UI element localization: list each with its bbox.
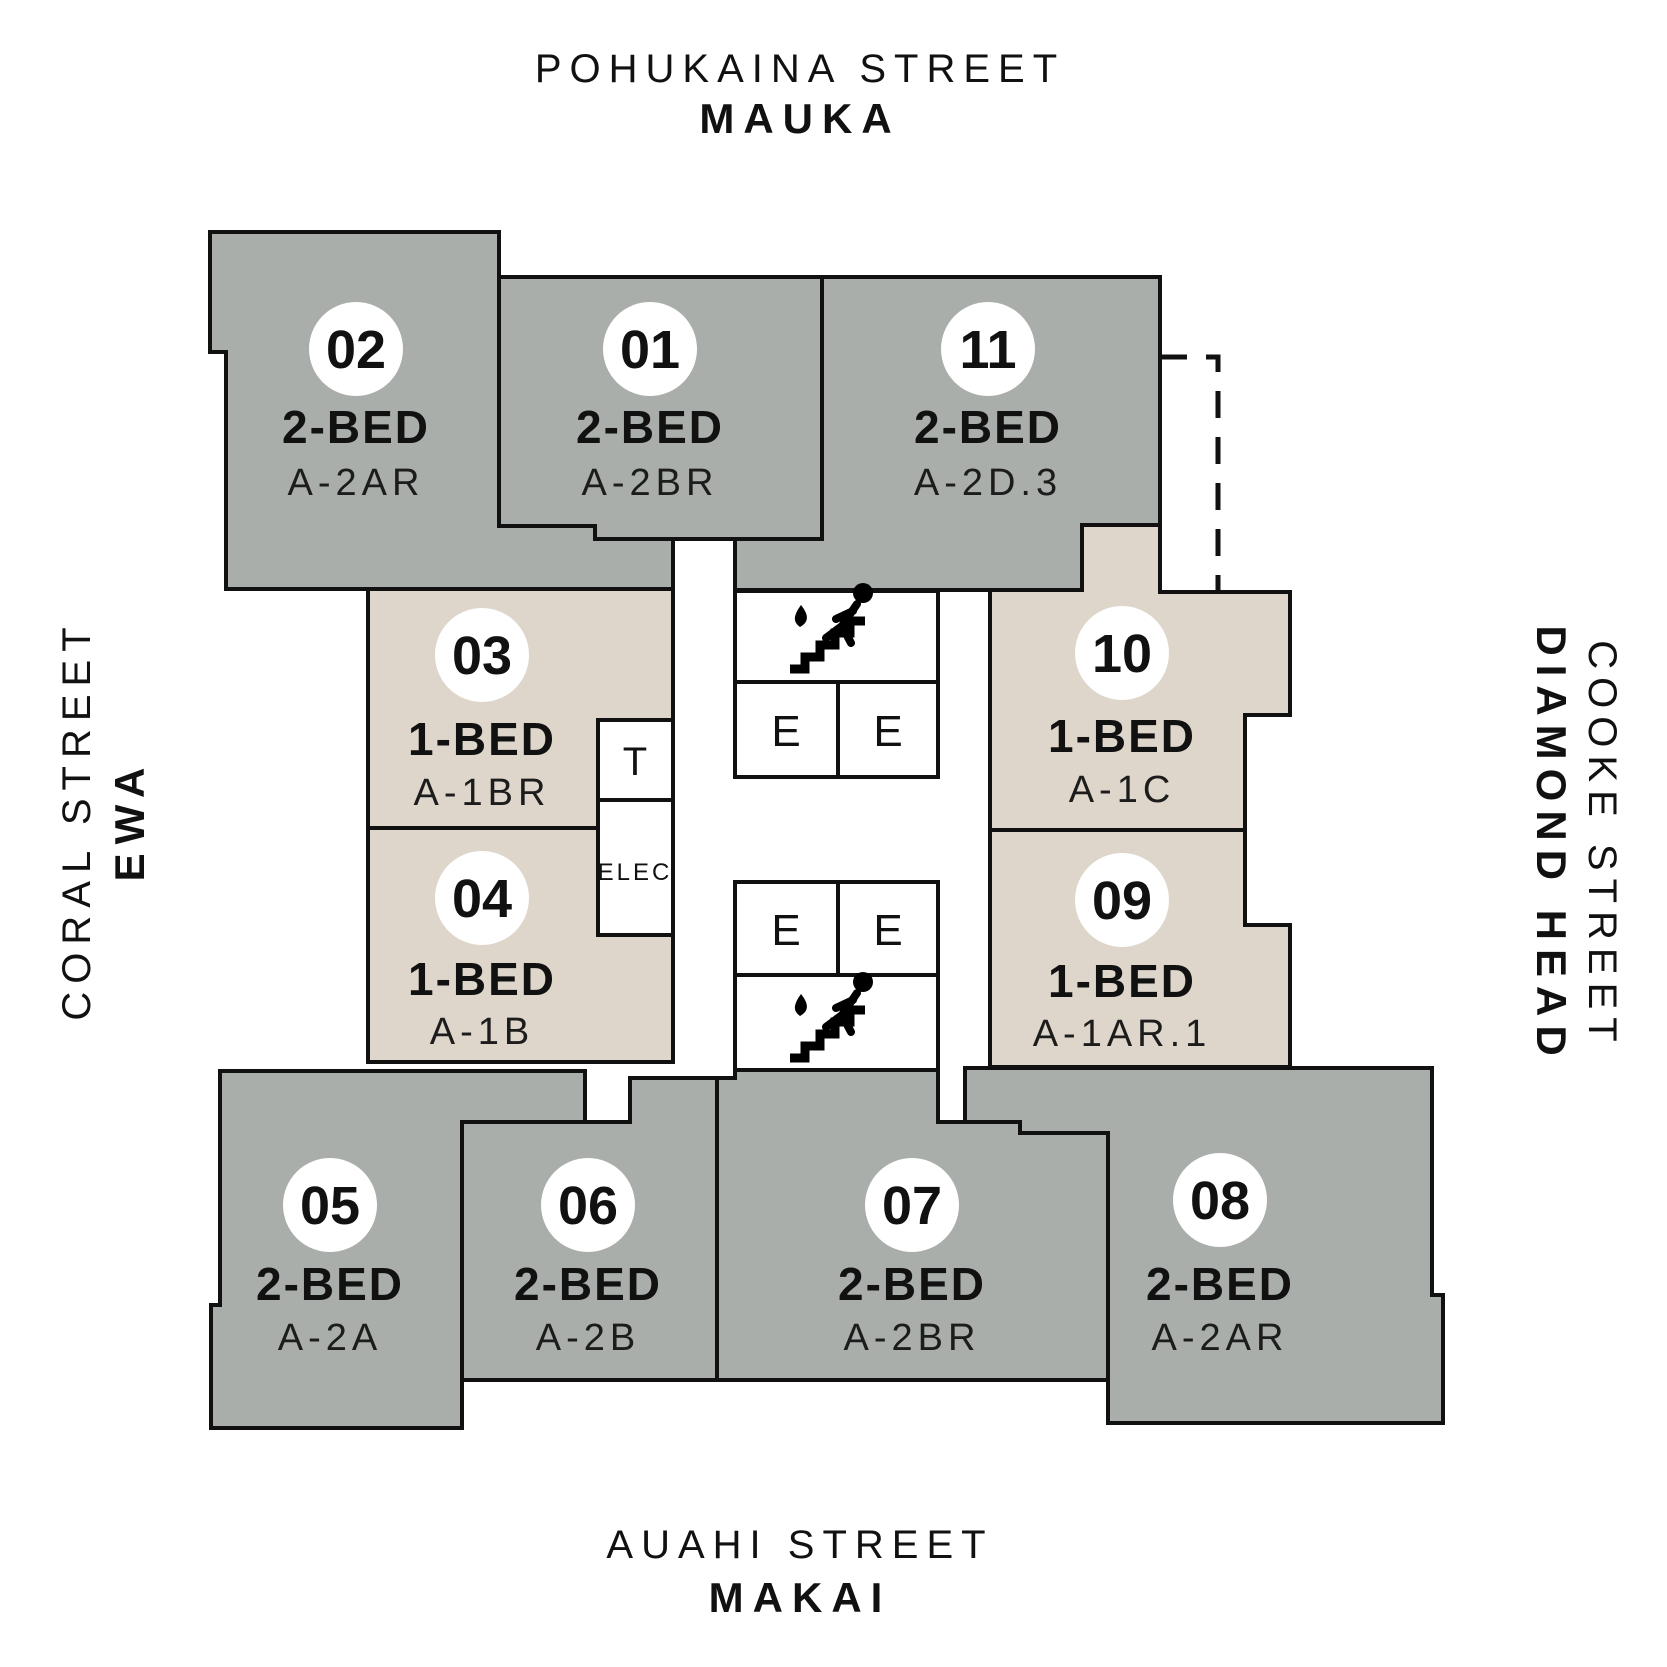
- unit-11: 11 2-BED A-2D.3: [733, 275, 1162, 592]
- unit-08: 08 2-BED A-2AR: [963, 1066, 1445, 1425]
- street-left-name: CORAL STREET: [55, 619, 99, 1020]
- unit-04-bed-label: 1-BED: [408, 953, 556, 1005]
- unit-01-number: 01: [620, 320, 680, 380]
- street-label-bottom: AUAHI STREET MAKAI: [606, 1523, 993, 1621]
- elevator-room-top-right: [836, 680, 940, 779]
- unit-01-bed-label: 2-BED: [576, 401, 724, 453]
- unit-05-number: 05: [300, 1176, 360, 1236]
- street-left-direction: EWA: [106, 759, 153, 882]
- unit-08-area: [963, 1066, 1445, 1425]
- street-bottom-direction: MAKAI: [709, 1574, 892, 1621]
- unit-10-number-badge: [1075, 606, 1169, 700]
- unit-07-number: 07: [882, 1176, 942, 1236]
- unit-06-number: 06: [558, 1176, 618, 1236]
- unit-05-number-badge: [283, 1158, 377, 1252]
- unit-03-bed-label: 1-BED: [408, 713, 556, 765]
- unit-05-type-label: A-2A: [278, 1317, 382, 1359]
- electrical-label: ELEC: [598, 859, 673, 886]
- unit-05: 05 2-BED A-2A: [209, 1069, 587, 1430]
- unit-11-type-label: A-2D.3: [914, 462, 1062, 504]
- unit-06-bed-label: 2-BED: [514, 1258, 662, 1310]
- unit-08-number-badge: [1173, 1153, 1267, 1247]
- unit-10-number: 10: [1092, 624, 1152, 684]
- unit-11-number: 11: [959, 320, 1016, 380]
- elevator-label: E: [873, 906, 902, 955]
- unit-09: 09 1-BED A-1AR.1: [988, 828, 1292, 1069]
- dashed-boundary-line: [1160, 354, 1221, 592]
- unit-08-type-label: A-2AR: [1152, 1317, 1289, 1359]
- core-utility-block: T ELEC: [596, 718, 675, 937]
- core-bottom-block: E E: [733, 880, 940, 1072]
- unit-02: 02 2-BED A-2AR: [208, 230, 675, 591]
- unit-11-number-badge: [941, 302, 1035, 396]
- unit-01-type-label: A-2BR: [582, 462, 719, 504]
- unit-09-number-badge: [1075, 853, 1169, 947]
- elevator-label: E: [873, 707, 902, 756]
- telecom-label: T: [623, 740, 647, 784]
- elevator-room-top-left: [733, 680, 840, 779]
- unit-01: 01 2-BED A-2BR: [497, 275, 824, 541]
- unit-04-number: 04: [452, 869, 512, 929]
- unit-08-number: 08: [1190, 1171, 1250, 1231]
- elevator-room-bottom-left: [733, 880, 840, 977]
- unit-09-type-label: A-1AR.1: [1033, 1013, 1212, 1055]
- unit-07-type-label: A-2BR: [844, 1317, 981, 1359]
- unit-01-number-badge: [603, 302, 697, 396]
- core-top-block: E E: [733, 583, 940, 779]
- street-right-name: COOKE STREET: [1580, 640, 1624, 1049]
- street-bottom-name: AUAHI STREET: [606, 1523, 993, 1567]
- unit-03-type-label: A-1BR: [414, 772, 551, 814]
- elevator-label: E: [771, 906, 800, 955]
- unit-05-bed-label: 2-BED: [256, 1258, 404, 1310]
- unit-02-type-label: A-2AR: [288, 462, 425, 504]
- unit-06-number-badge: [541, 1158, 635, 1252]
- unit-02-number: 02: [326, 320, 386, 380]
- unit-11-bed-label: 2-BED: [914, 401, 1062, 453]
- unit-03-number: 03: [452, 626, 512, 686]
- street-label-right: COOKE STREET DIAMOND HEAD: [1528, 625, 1624, 1064]
- unit-03-number-badge: [435, 608, 529, 702]
- unit-04-type-label: A-1B: [430, 1011, 534, 1053]
- unit-08-bed-label: 2-BED: [1146, 1258, 1294, 1310]
- street-top-direction: MAUKA: [699, 95, 900, 142]
- unit-04-number-badge: [435, 851, 529, 945]
- street-label-left: CORAL STREET EWA: [55, 619, 153, 1020]
- unit-02-number-badge: [309, 302, 403, 396]
- unit-10-bed-label: 1-BED: [1048, 710, 1196, 762]
- unit-10: 10 1-BED A-1C: [988, 523, 1292, 832]
- unit-10-type-label: A-1C: [1069, 769, 1176, 811]
- street-right-direction: DIAMOND HEAD: [1528, 625, 1575, 1064]
- unit-06-type-label: A-2B: [536, 1317, 640, 1359]
- unit-06: 06 2-BED A-2B: [460, 1076, 719, 1382]
- unit-07: 07 2-BED A-2BR: [715, 1068, 1110, 1382]
- unit-02-bed-label: 2-BED: [282, 401, 430, 453]
- electrical-room: [596, 798, 675, 937]
- unit-05-area: [209, 1069, 587, 1430]
- unit-07-number-badge: [865, 1158, 959, 1252]
- unit-09-bed-label: 1-BED: [1048, 955, 1196, 1007]
- unit-07-bed-label: 2-BED: [838, 1258, 986, 1310]
- unit-09-number: 09: [1092, 871, 1152, 931]
- street-label-top: POHUKAINA STREET MAUKA: [535, 47, 1065, 142]
- elevator-label: E: [771, 707, 800, 756]
- street-top-name: POHUKAINA STREET: [535, 47, 1065, 91]
